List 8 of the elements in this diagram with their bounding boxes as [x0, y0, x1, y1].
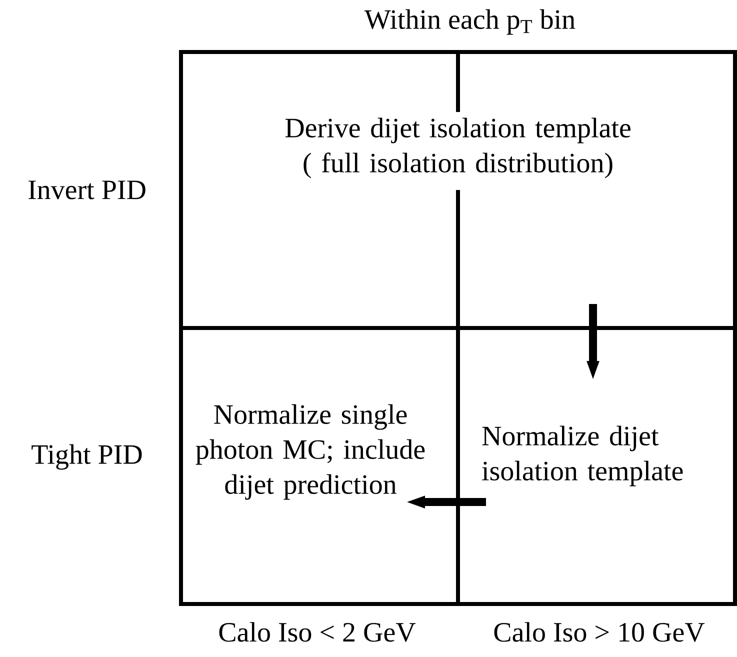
- column-label: Calo Iso < 2 GeV: [219, 622, 416, 642]
- column-label: Calo Iso > 10 GeV: [494, 622, 705, 642]
- table-cell: Normalize dijet isolation template: [456, 326, 737, 606]
- row-label: Tight PID: [32, 444, 142, 470]
- title: Within each p$_{T}$ bin: [364, 9, 576, 35]
- table-cell: Normalize single photon MC; include dijet prediction: [179, 326, 460, 606]
- table-cell: Derive dijet isolation template ( full isolation distribution): [179, 50, 737, 330]
- row-label: Invert PID: [28, 180, 146, 200]
